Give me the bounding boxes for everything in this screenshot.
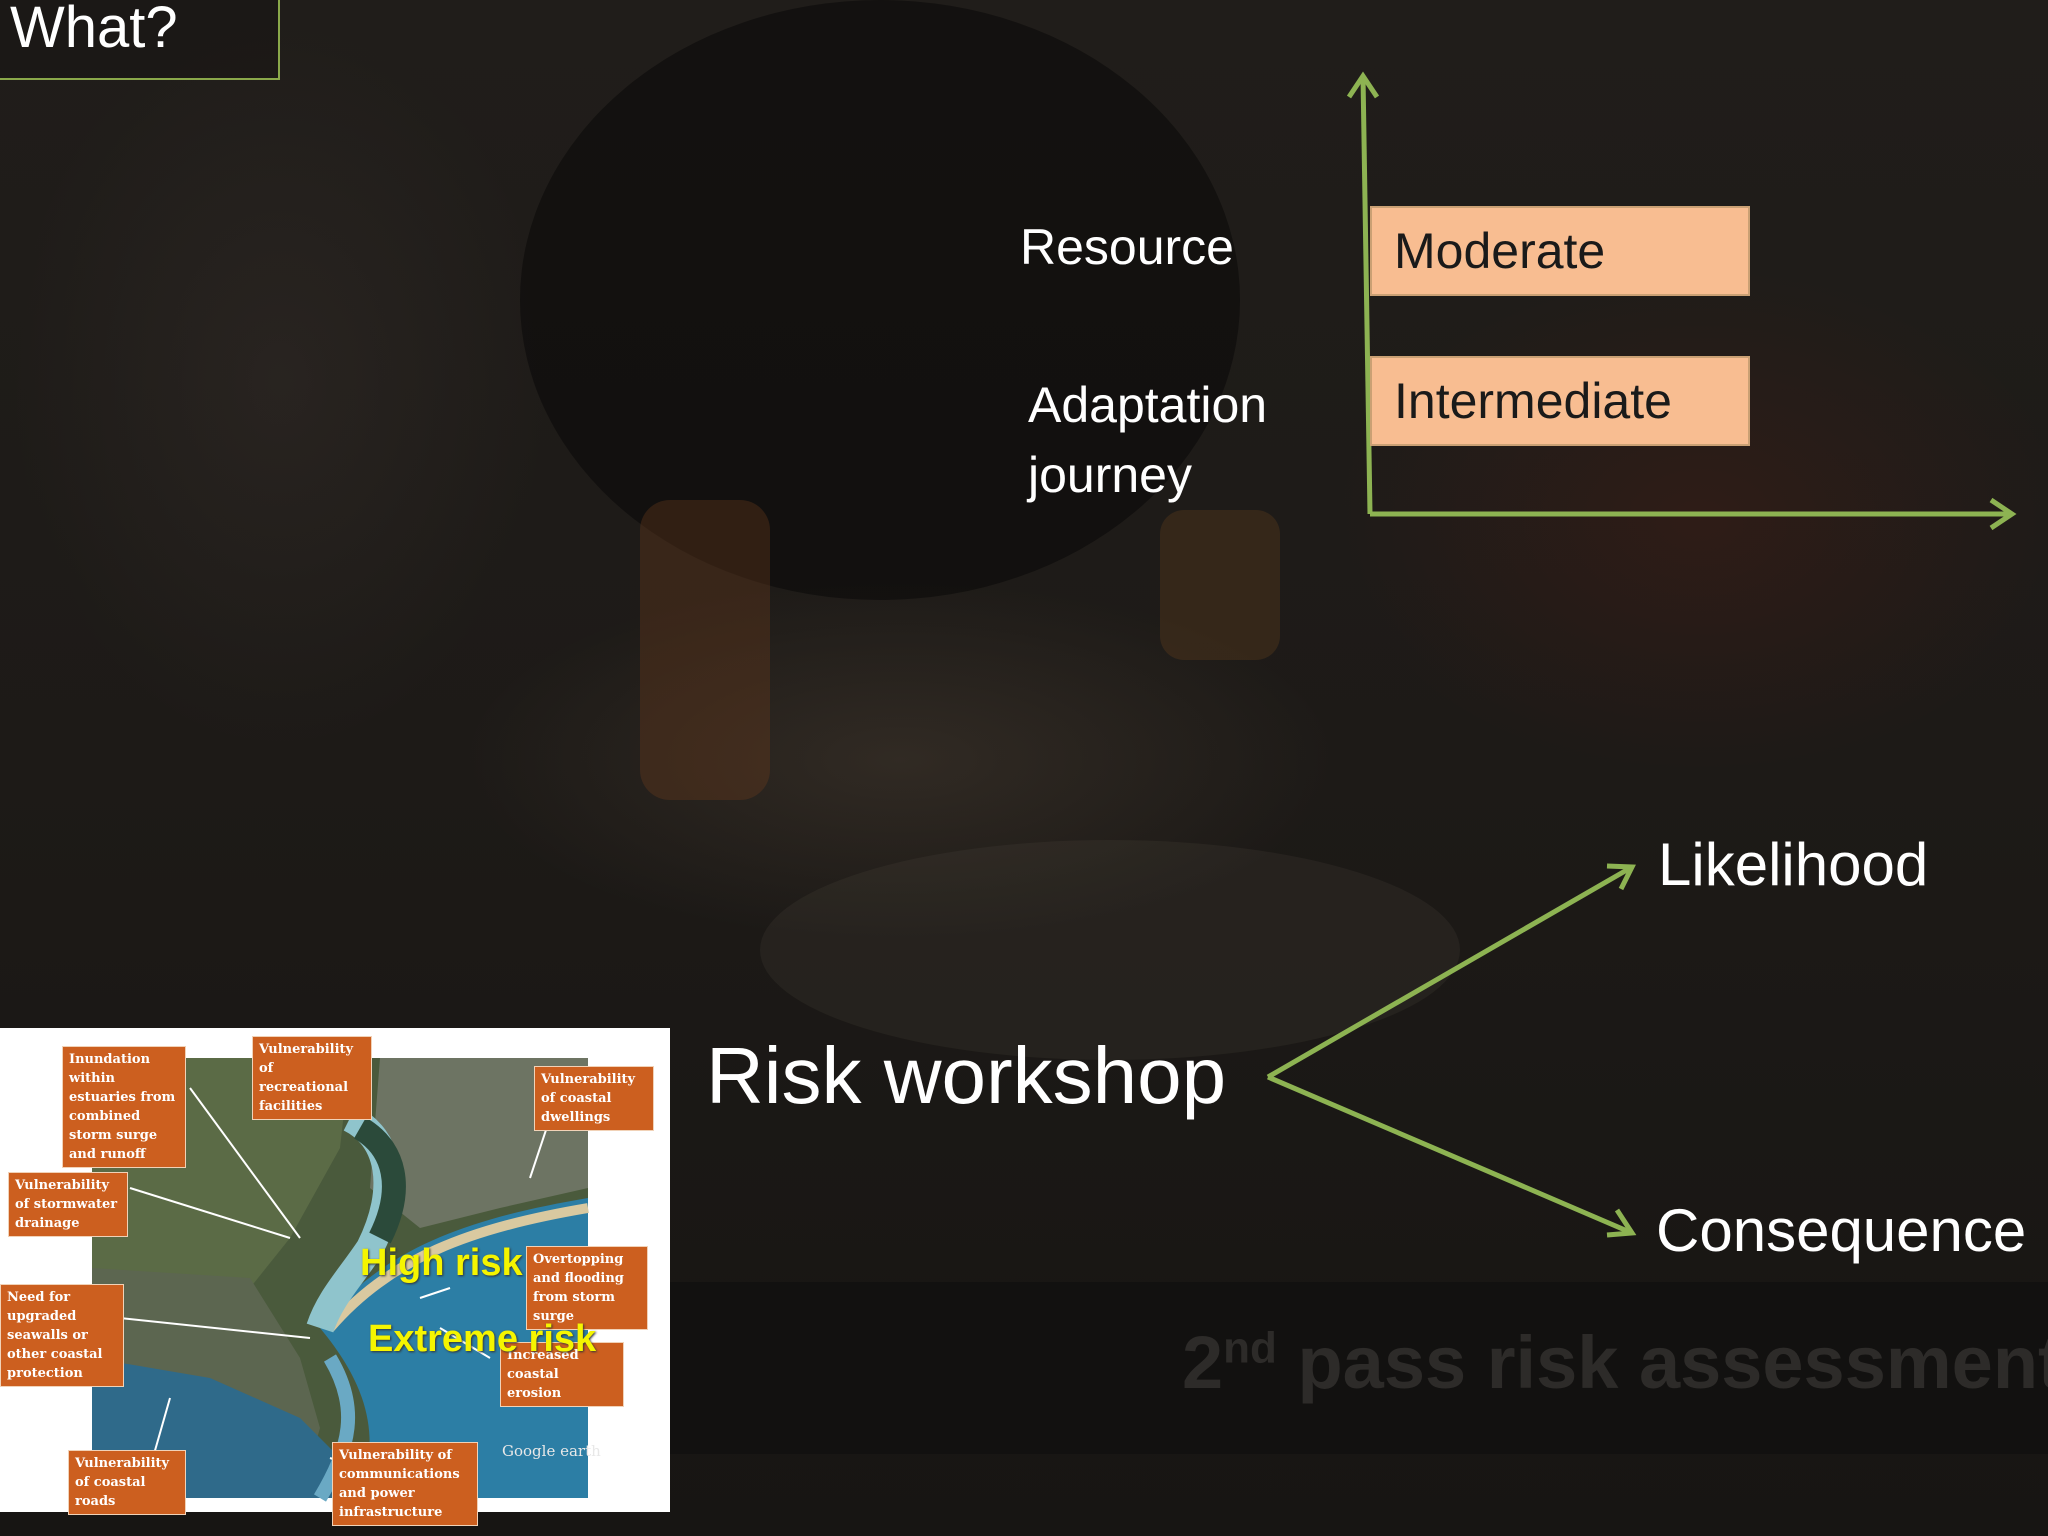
callout-overtopping: Overtopping and flooding from storm surg… <box>526 1246 648 1330</box>
y-axis-arrowhead <box>1346 71 1380 99</box>
title-frame: What? <box>0 0 280 80</box>
photo-table-highlight <box>760 840 1460 1060</box>
y-label-journey: journey <box>1028 447 1192 503</box>
callout-stormwater: Vulnerability of stormwater drainage <box>8 1172 128 1237</box>
callout-coastal-roads: Vulnerability of coastal roads <box>68 1450 186 1515</box>
risk-workshop-title: Risk workshop <box>706 1031 1227 1120</box>
box-moderate-label: Moderate <box>1394 223 1606 279</box>
photo-glass-2 <box>1160 510 1280 660</box>
likelihood-arrow <box>1266 864 1634 1080</box>
likelihood-arrowhead <box>1606 863 1636 891</box>
slide-title: What? <box>10 0 178 60</box>
consequence-arrow <box>1267 1074 1633 1236</box>
callout-seawalls: Need for upgraded seawalls or other coas… <box>0 1284 124 1387</box>
branch-likelihood: Likelihood <box>1658 831 1929 898</box>
banner-text: 2nd pass risk assessment <box>1182 1320 2048 1405</box>
risk-map-image: Inundation within estuaries from combine… <box>0 1028 670 1526</box>
y-label-adaptation: Adaptation <box>1028 377 1268 433</box>
banner-main-text: pass risk assessment <box>1297 1321 2048 1404</box>
x-axis-arrowhead <box>1989 497 2017 531</box>
callout-erosion: Increased coastal erosion <box>500 1342 624 1407</box>
google-earth-watermark: Google earth <box>502 1442 601 1460</box>
callout-recreational: Vulnerability of recreational facilities <box>252 1036 372 1120</box>
box-intermediate-label: Intermediate <box>1394 373 1672 429</box>
high-risk-label: High risk <box>360 1242 523 1284</box>
y-label-resource: Resource <box>1020 219 1234 275</box>
box-intermediate: Intermediate <box>1370 356 1750 446</box>
banner-band <box>668 1282 2048 1454</box>
callout-dwellings: Vulnerability of coastal dwellings <box>534 1066 654 1131</box>
y-axis-line <box>1360 75 1373 515</box>
callout-infrastructure: Vulnerability of communications and powe… <box>332 1442 478 1526</box>
box-moderate: Moderate <box>1370 206 1750 296</box>
extreme-risk-label: Extreme risk <box>368 1318 597 1360</box>
banner-superscript: nd <box>1223 1323 1277 1373</box>
banner-prefix: 2 <box>1182 1321 1224 1404</box>
consequence-arrowhead <box>1606 1208 1637 1238</box>
callout-inundation: Inundation within estuaries from combine… <box>62 1046 186 1168</box>
photo-shadow <box>520 0 1240 600</box>
branch-consequence: Consequence <box>1656 1197 2027 1264</box>
photo-glass <box>640 500 770 800</box>
